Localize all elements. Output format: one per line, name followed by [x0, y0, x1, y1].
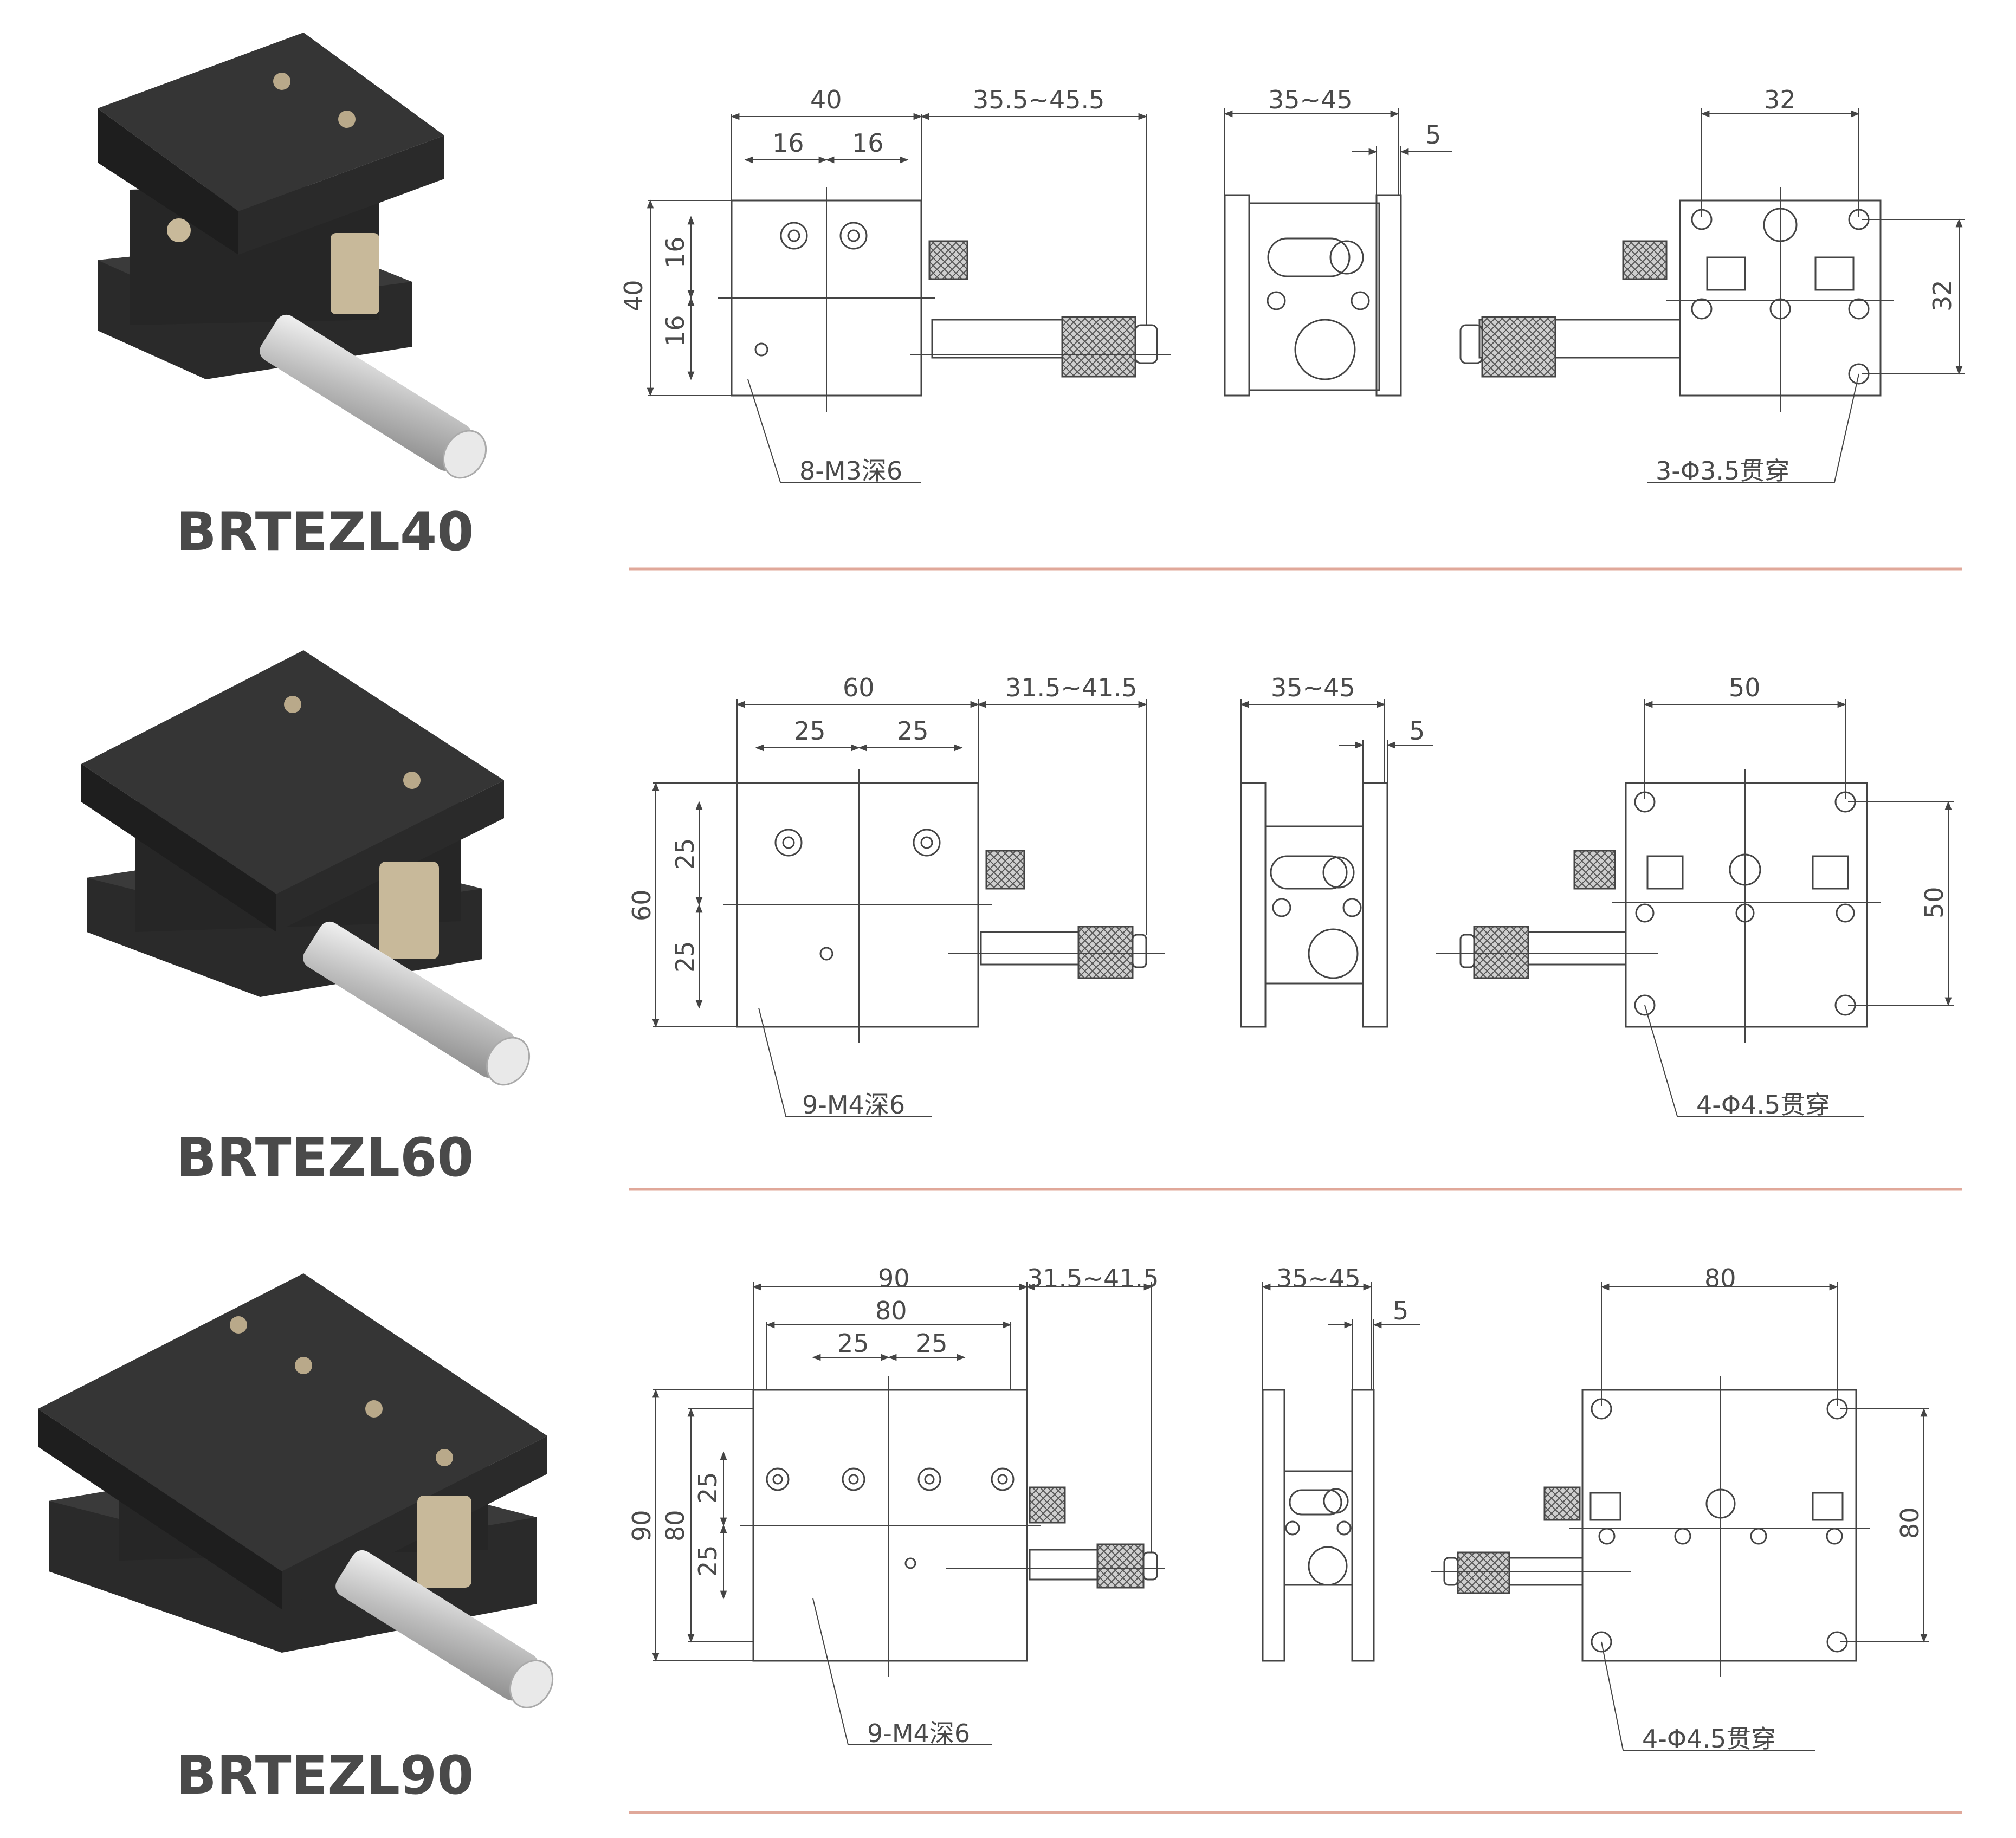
product-photo-brtezl60 — [81, 650, 531, 1086]
side-range-label: 35~45 — [1271, 673, 1355, 702]
side-thickness-label: 5 — [1409, 716, 1425, 746]
front-half-right-label: 25 — [916, 1329, 948, 1358]
side-view — [1262, 1282, 1420, 1662]
product-photo-brtezl40 — [98, 33, 487, 479]
front-height-label: 60 — [627, 889, 656, 921]
bottom-height-label: 32 — [1928, 280, 1957, 312]
front-hole-callout: 9-M4深6 — [867, 1719, 970, 1748]
front-half-left-label: 16 — [772, 128, 804, 158]
front-inner-height-label: 80 — [661, 1510, 690, 1542]
model-name: BRTEZL90 — [176, 1745, 474, 1807]
front-width-label: 40 — [810, 85, 842, 114]
front-view — [647, 113, 1171, 483]
front-width-label: 90 — [878, 1264, 910, 1293]
bottom-width-label: 50 — [1729, 673, 1761, 702]
product-brtezl40: BRTEZL40 40 3 — [98, 33, 1965, 571]
front-half-left-label: 25 — [794, 716, 826, 746]
front-travel-label: 35.5~45.5 — [973, 85, 1104, 114]
front-half-top-label: 16 — [661, 236, 690, 268]
front-inner-width-label: 80 — [875, 1296, 907, 1325]
front-half-bottom-label: 16 — [661, 315, 690, 347]
front-width-label: 60 — [843, 673, 875, 702]
front-travel-label: 31.5~41.5 — [1005, 673, 1137, 702]
front-view — [652, 699, 1165, 1117]
side-view — [1240, 699, 1433, 1028]
side-thickness-label: 5 — [1425, 120, 1441, 150]
bottom-width-label: 80 — [1704, 1264, 1736, 1293]
bottom-hole-callout: 4-Φ4.5贯穿 — [1642, 1724, 1776, 1753]
product-photo-brtezl90 — [38, 1273, 554, 1708]
front-view — [652, 1282, 1165, 1745]
bottom-height-label: 80 — [1895, 1507, 1924, 1539]
bottom-width-label: 32 — [1764, 85, 1796, 114]
side-range-label: 35~45 — [1268, 85, 1353, 114]
front-half-right-label: 25 — [897, 716, 929, 746]
side-thickness-label: 5 — [1393, 1296, 1408, 1325]
front-half-left-label: 25 — [837, 1329, 869, 1358]
model-name: BRTEZL40 — [176, 501, 474, 563]
product-brtezl60: BRTEZL60 60 3 — [81, 650, 1962, 1191]
front-hole-callout: 8-M3深6 — [799, 456, 902, 486]
front-height-label: 90 — [627, 1510, 656, 1542]
bottom-view — [1459, 108, 1965, 483]
front-half-bottom-label: 25 — [670, 941, 700, 973]
front-half-right-label: 16 — [852, 128, 884, 158]
bottom-view — [1431, 1282, 1929, 1751]
bottom-height-label: 50 — [1920, 886, 1949, 918]
front-travel-label: 31.5~41.5 — [1027, 1264, 1159, 1293]
front-half-top-label: 25 — [693, 1472, 722, 1504]
product-brtezl90: BRTEZL90 — [38, 1264, 1962, 1814]
front-height-label: 40 — [619, 280, 648, 312]
front-half-top-label: 25 — [670, 838, 700, 870]
front-hole-callout: 9-M4深6 — [802, 1090, 905, 1119]
bottom-hole-callout: 4-Φ4.5贯穿 — [1696, 1090, 1830, 1119]
front-half-bottom-label: 25 — [693, 1545, 722, 1577]
bottom-view — [1436, 699, 1954, 1117]
side-view — [1224, 108, 1452, 397]
bottom-hole-callout: 3-Φ3.5贯穿 — [1656, 456, 1789, 486]
model-name: BRTEZL60 — [176, 1127, 474, 1189]
side-range-label: 35~45 — [1276, 1264, 1361, 1293]
